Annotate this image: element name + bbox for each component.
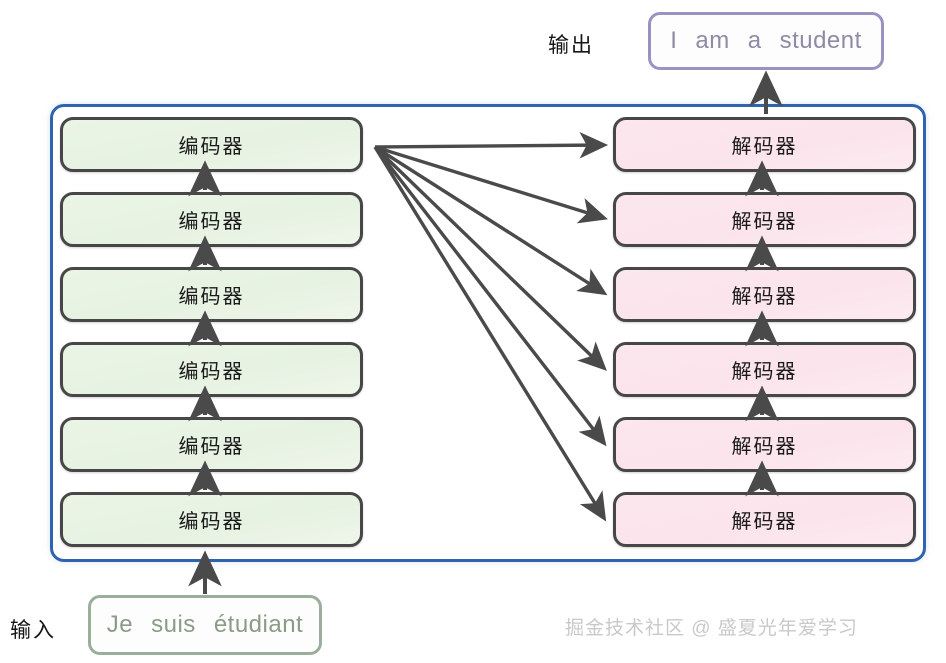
- encoder-block: 编码器: [60, 417, 363, 472]
- decoder-block: 解码器: [613, 267, 916, 322]
- encoder-block-label: 编码器: [178, 436, 245, 458]
- encoder-block: 编码器: [60, 267, 363, 322]
- encoder-block-label: 编码器: [178, 136, 245, 158]
- encoder-block: 编码器: [60, 117, 363, 172]
- decoder-block-label: 解码器: [731, 211, 798, 233]
- decoder-block-label: 解码器: [731, 436, 798, 458]
- decoder-block: 解码器: [613, 117, 916, 172]
- encoder-block: 编码器: [60, 492, 363, 547]
- encoder-block-label: 编码器: [178, 211, 245, 233]
- decoder-block-label: 解码器: [731, 361, 798, 383]
- encoder-decoder-frame: [50, 104, 926, 562]
- output-label: 输出: [548, 34, 594, 57]
- decoder-block-label: 解码器: [731, 511, 798, 533]
- input-token: suis: [151, 611, 196, 638]
- encoder-block-label: 编码器: [178, 511, 245, 533]
- decoder-block: 解码器: [613, 417, 916, 472]
- output-token: student: [779, 27, 862, 54]
- output-token: am: [695, 27, 730, 54]
- decoder-block-label: 解码器: [731, 286, 798, 308]
- output-token: a: [747, 27, 762, 54]
- watermark-text: 掘金技术社区 @ 盛夏光年爱学习: [565, 618, 858, 639]
- encoder-block-label: 编码器: [178, 286, 245, 308]
- decoder-block-label: 解码器: [731, 136, 798, 158]
- output-token: I: [670, 27, 678, 54]
- encoder-block: 编码器: [60, 342, 363, 397]
- input-token: Je: [106, 611, 134, 638]
- output-sentence-box: I am a student: [648, 12, 884, 70]
- input-label: 输入: [10, 619, 56, 642]
- decoder-block: 解码器: [613, 342, 916, 397]
- input-sentence-box: Je suis étudiant: [88, 595, 322, 655]
- decoder-block: 解码器: [613, 492, 916, 547]
- encoder-block: 编码器: [60, 192, 363, 247]
- encoder-block-label: 编码器: [178, 361, 245, 383]
- decoder-block: 解码器: [613, 192, 916, 247]
- input-token: étudiant: [213, 611, 304, 638]
